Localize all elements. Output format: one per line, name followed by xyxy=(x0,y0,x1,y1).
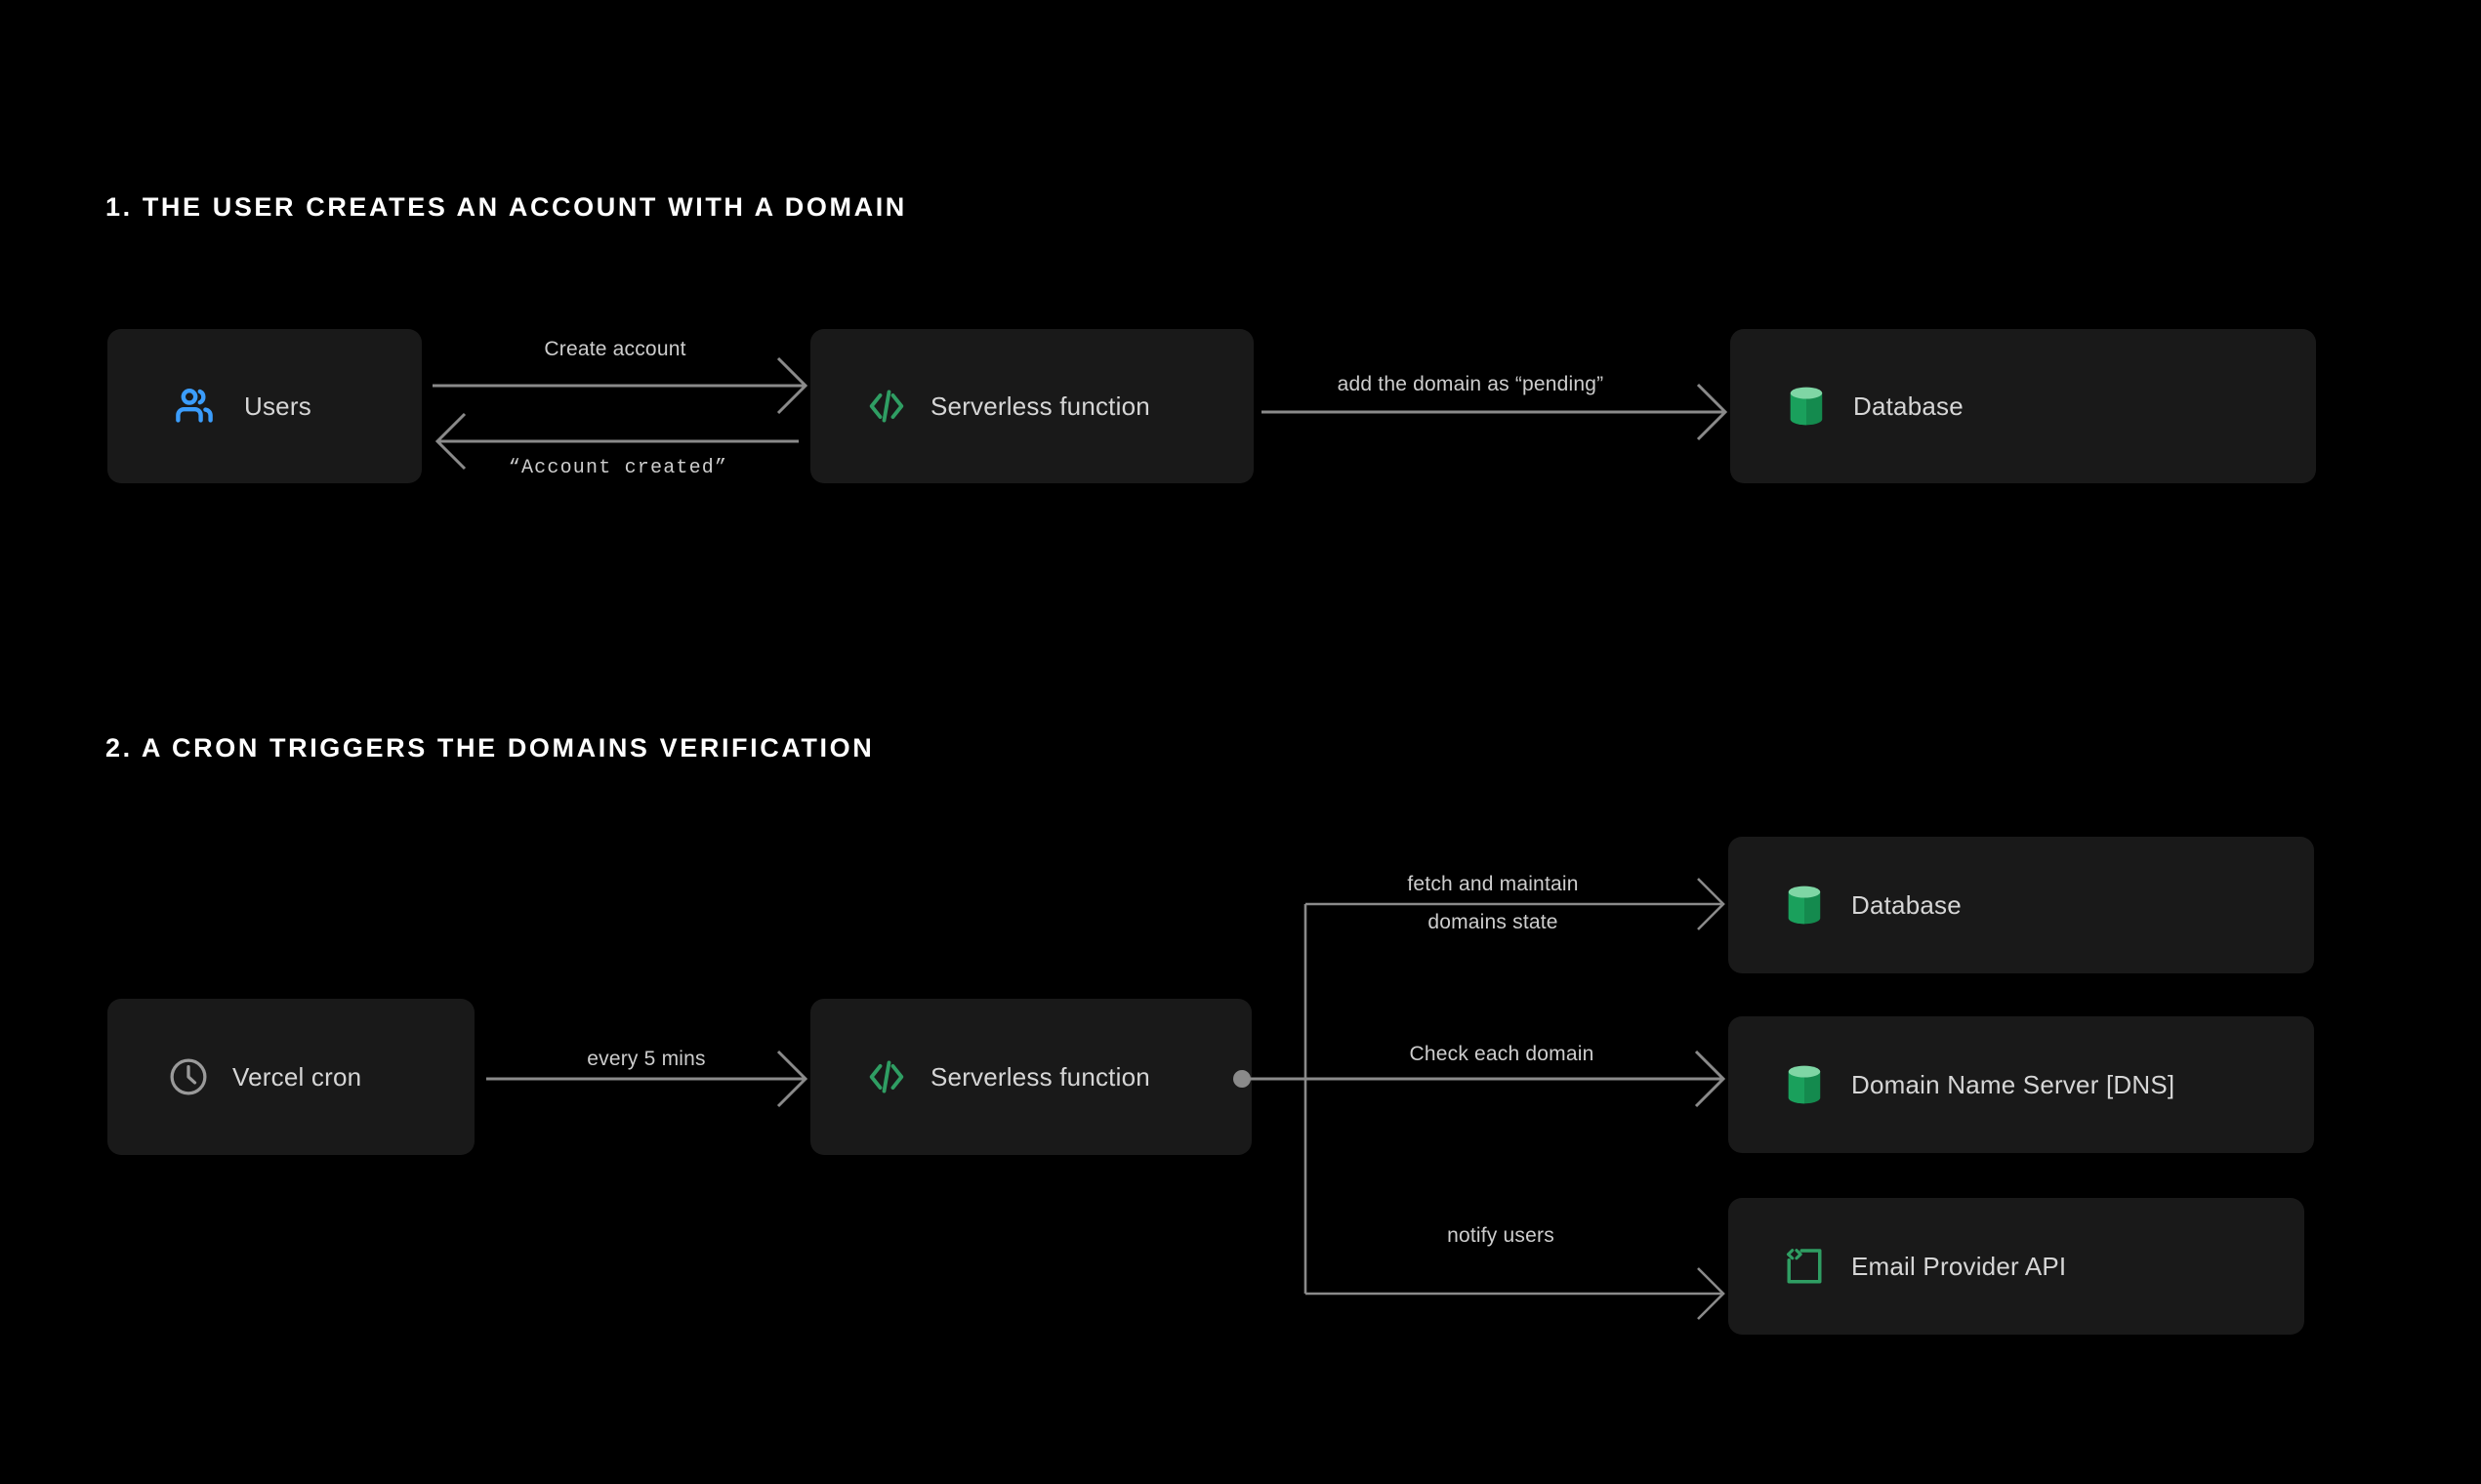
section-2-title: 2. A CRON TRIGGERS THE DOMAINS VERIFICAT… xyxy=(105,733,875,763)
node-database-1-label: Database xyxy=(1853,391,1964,421)
node-serverless-1-label: Serverless function xyxy=(930,391,1150,421)
node-database-1[interactable]: Database xyxy=(1730,329,2316,483)
database-cylinder-icon xyxy=(1783,882,1826,928)
edge-label-account-created: “Account created” xyxy=(508,457,728,479)
edge-label-every-5-mins: every 5 mins xyxy=(587,1048,706,1070)
edge-label-create-account: Create account xyxy=(544,338,686,360)
node-vercel-cron[interactable]: Vercel cron xyxy=(107,999,475,1155)
edge-label-add-domain-pending: add the domain as “pending” xyxy=(1337,373,1604,395)
code-window-icon xyxy=(1783,1245,1826,1288)
users-icon xyxy=(172,383,219,430)
database-cylinder-icon xyxy=(1785,383,1828,430)
edge-label-notify-users: notify users xyxy=(1447,1224,1554,1247)
edge-label-fetch-and-maintain: fetch and maintain xyxy=(1407,873,1579,895)
edge-label-check-each-domain: Check each domain xyxy=(1409,1043,1594,1065)
node-serverless-function-2[interactable]: Serverless function xyxy=(810,999,1252,1155)
node-domain-name-server[interactable]: Domain Name Server [DNS] xyxy=(1728,1016,2314,1153)
edge-create-account-arrowhead xyxy=(776,356,808,415)
edge-check-domain-arrowhead xyxy=(1694,1050,1726,1108)
edge-add-domain-arrowhead xyxy=(1696,383,1728,441)
node-users[interactable]: Users xyxy=(107,329,422,483)
database-cylinder-icon xyxy=(1783,1061,1826,1108)
node-dns-label: Domain Name Server [DNS] xyxy=(1851,1069,2175,1099)
edge-every-5-mins-arrowhead xyxy=(776,1050,808,1108)
edge-account-created-arrowhead xyxy=(434,412,467,471)
node-serverless-function-1[interactable]: Serverless function xyxy=(810,329,1254,483)
edge-fetch-state-arrowhead xyxy=(1697,878,1725,930)
code-brackets-icon xyxy=(864,1054,909,1099)
node-vercel-cron-label: Vercel cron xyxy=(232,1061,362,1092)
node-users-label: Users xyxy=(244,391,311,421)
edge-label-domains-state: domains state xyxy=(1427,911,1558,933)
code-brackets-icon xyxy=(864,384,909,429)
edge-notify-users-arrowhead xyxy=(1697,1267,1725,1320)
node-email-api-label: Email Provider API xyxy=(1851,1251,2067,1281)
node-database-2[interactable]: Database xyxy=(1728,837,2314,973)
node-email-provider-api[interactable]: Email Provider API xyxy=(1728,1198,2304,1335)
node-serverless-2-label: Serverless function xyxy=(930,1061,1150,1092)
section-1-title: 1. THE USER CREATES AN ACCOUNT WITH A DO… xyxy=(105,192,907,222)
clock-icon xyxy=(166,1054,211,1099)
node-database-2-label: Database xyxy=(1851,889,1962,920)
